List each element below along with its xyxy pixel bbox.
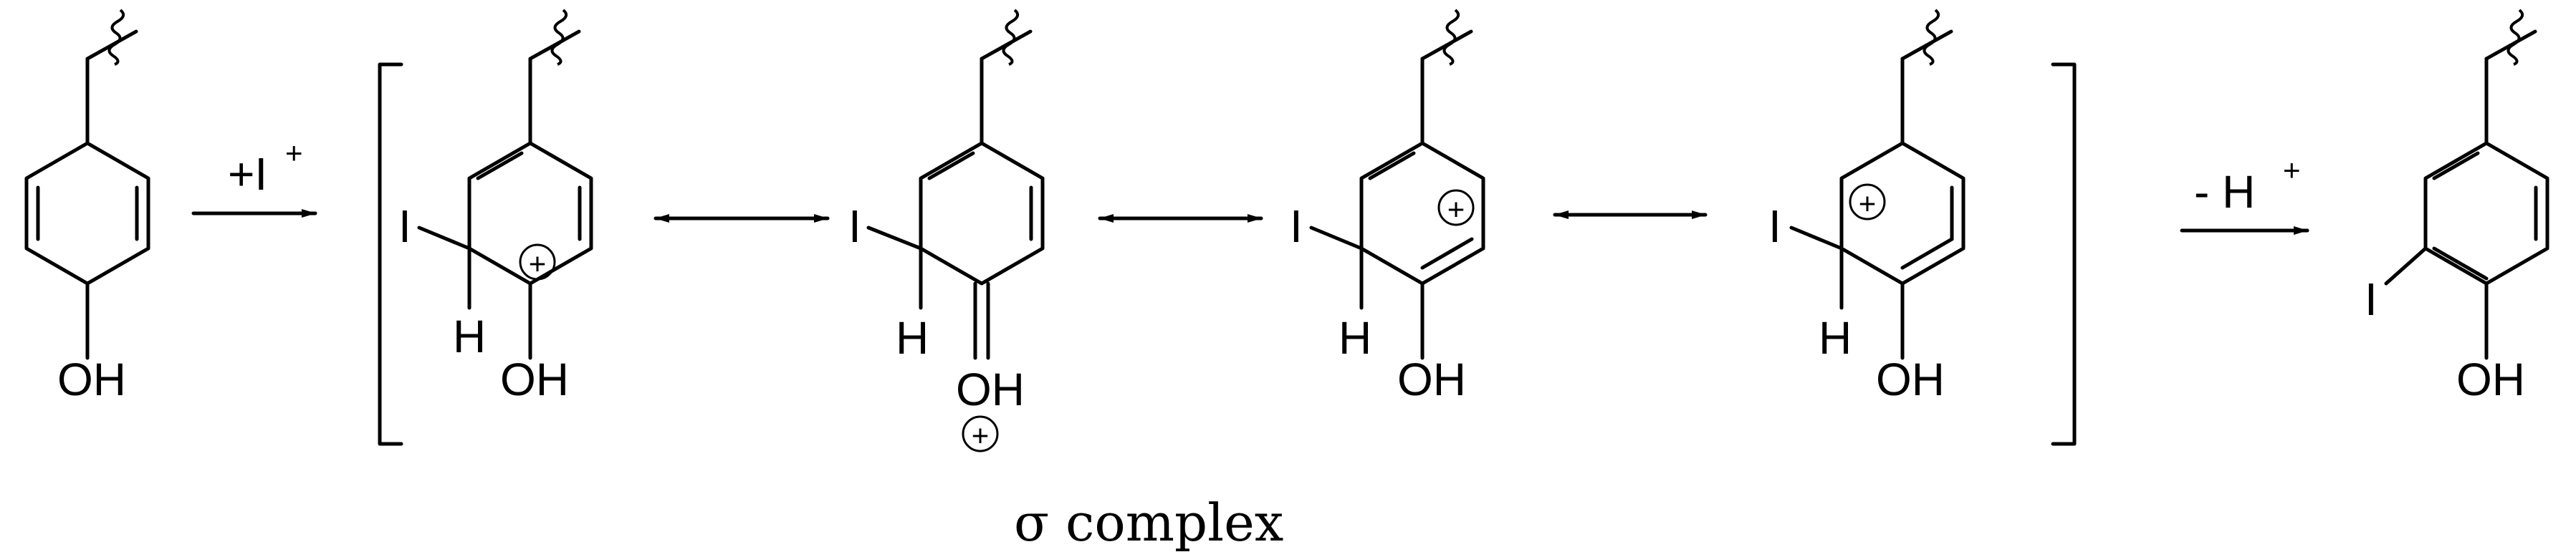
iodine-label: I — [848, 200, 861, 252]
deprotonation-step: - H + — [2180, 153, 2309, 235]
right-bracket — [2051, 62, 2077, 446]
wavy-bond-icon — [1442, 9, 1460, 66]
hydroxyl-label: OH — [1876, 354, 1945, 405]
iodonium-reagent: +I — [228, 148, 267, 200]
sigma-complex-resonance-3: I H OH + — [1290, 9, 1485, 405]
iodine-label: I — [398, 200, 411, 252]
sigma-complex-resonance-1: I H OH + — [398, 9, 593, 405]
positive-charge-icon — [1437, 189, 1475, 226]
positive-charge: + — [529, 247, 547, 281]
hydroxyl-label: OH — [2456, 354, 2525, 405]
hydroxyl-label: OH — [57, 354, 126, 405]
wavy-bond-icon — [1923, 9, 1940, 66]
iodophenol-product: I OH — [2365, 9, 2549, 405]
positive-charge: + — [1447, 193, 1465, 226]
sigma-complex-caption: σ complex — [1014, 493, 1283, 553]
wavy-bond-icon — [107, 9, 125, 66]
hydrogen-label: H — [896, 312, 929, 364]
iodine-label: I — [1768, 200, 1781, 252]
wavy-bond-icon — [2506, 9, 2524, 66]
left-bracket — [378, 62, 403, 446]
sigma-complex-resonance-4: I H OH + — [1768, 9, 1965, 405]
hydroxyl-label: OH — [500, 354, 569, 405]
iodine-label: I — [2365, 273, 2378, 325]
positive-charge: + — [1859, 187, 1877, 221]
hydroxyl-label: OH — [1397, 354, 1466, 405]
wavy-bond-icon — [1002, 9, 1020, 66]
hydrogen-label: H — [1819, 312, 1852, 364]
wavy-bond-icon — [550, 9, 568, 66]
positive-charge-icon — [519, 243, 556, 281]
hydroxyl-label: OH — [956, 364, 1025, 415]
positive-charge-icon — [962, 415, 999, 452]
add-iodine-step: +I + — [191, 136, 317, 218]
positive-charge: + — [972, 419, 990, 452]
hydrogen-label: H — [1339, 312, 1371, 364]
iodonium-charge: + — [285, 136, 303, 170]
hydrogen-label: H — [453, 311, 486, 362]
proton-charge: + — [2283, 153, 2301, 187]
proton-loss-reagent: - H — [2194, 166, 2255, 218]
positive-charge-icon — [1849, 183, 1886, 221]
sigma-complex-resonance-2: I H OH + — [848, 9, 1045, 452]
iodine-label: I — [1290, 200, 1303, 252]
starting-phenol: OH — [24, 9, 150, 405]
